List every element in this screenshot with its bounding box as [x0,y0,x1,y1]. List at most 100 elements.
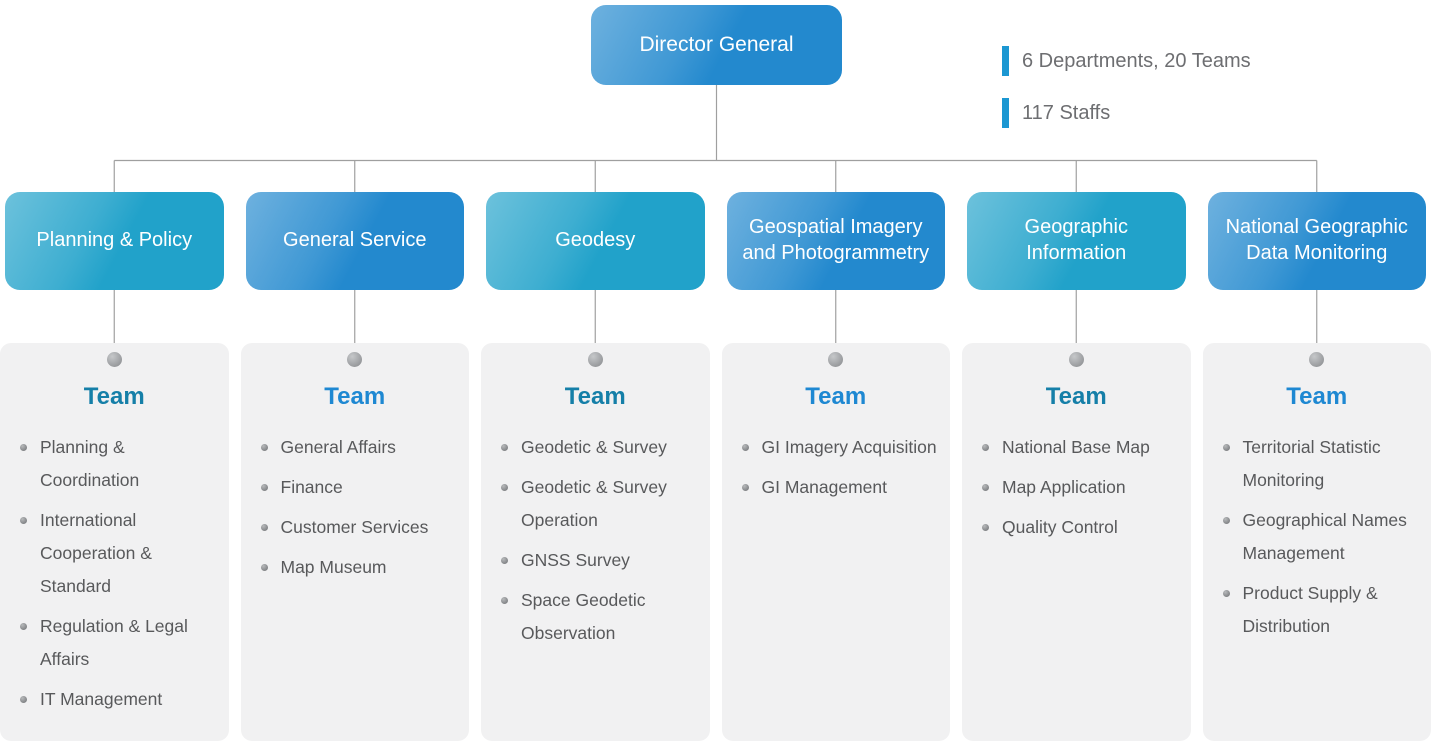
team-card-geographic-information: Team National Base Map Map Application Q… [962,343,1191,741]
team-item-label: Regulation & Legal Affairs [40,616,188,669]
connector-dot-icon [106,352,122,367]
director-general-box: Director General [591,5,842,85]
bullet-icon [260,484,268,491]
department-row: Planning & Policy General Service Geodes… [0,192,1431,290]
team-item: GI Imagery Acquisition [722,431,941,464]
dept-box-general-service: General Service [246,192,465,290]
bullet-icon [260,524,268,531]
team-item-label: GNSS Survey [521,550,630,570]
team-item-label: Quality Control [1002,517,1118,537]
team-item: International Cooperation & Standard [0,504,219,603]
legend-item-departments: 6 Departments, 20 Teams [1002,46,1251,76]
connector-dot-icon [347,352,363,367]
bullet-icon [501,557,508,564]
bullet-icon [260,564,268,571]
bullet-icon [1222,517,1230,524]
bullet-icon [1222,444,1230,451]
dept-box-geographic-information: Geographic Information [967,192,1186,290]
legend-text: 6 Departments, 20 Teams [1022,49,1251,72]
team-item: Product Supply & Distribution [1203,577,1422,643]
bullet-icon [501,484,508,491]
team-item-label: General Affairs [280,437,396,457]
team-item: National Base Map [962,431,1181,464]
bullet-icon [741,444,749,451]
team-item-label: Map Application [1002,477,1126,497]
bullet-icon [982,484,989,491]
team-heading: Team [564,383,626,410]
team-list: Territorial Statistic Monitoring Geograp… [1203,431,1431,650]
team-item: Customer Services [241,511,460,544]
team-card-geodesy: Team Geodetic & Survey Geodetic & Survey… [481,343,710,741]
team-item: Space Geodetic Observation [481,584,700,650]
team-heading: Team [324,383,386,410]
team-item: GI Management [722,471,941,504]
connector-dot-icon [587,352,603,367]
director-general-label: Director General [639,33,794,56]
team-item-label: Map Museum [280,557,387,577]
team-heading: Team [1045,383,1107,410]
dept-label: National Geographic Data Monitoring [1225,216,1408,264]
bullet-icon [501,597,508,604]
team-item-label: International Cooperation & Standard [40,510,152,596]
dept-label: Planning & Policy [36,229,193,252]
team-item: Map Application [962,471,1181,504]
team-item-label: IT Management [40,689,163,709]
dept-box-geospatial-imagery: Geospatial Imagery and Photogrammetry [727,192,946,290]
bullet-icon [741,484,749,491]
bullet-icon [982,524,989,531]
team-item: Geodetic & Survey [481,431,700,464]
bullet-icon [20,444,27,451]
team-heading: Team [83,383,145,410]
team-item-label: Customer Services [280,517,429,537]
team-item-label: Product Supply & Distribution [1242,583,1378,636]
legend-bar-icon [1002,46,1009,76]
legend: 6 Departments, 20 Teams 117 Staffs [1002,46,1251,150]
team-list: General Affairs Finance Customer Service… [241,431,470,591]
team-item: Planning & Coordination [0,431,219,497]
legend-bar-icon [1002,98,1009,128]
team-item-label: National Base Map [1002,437,1150,457]
team-item: Territorial Statistic Monitoring [1203,431,1422,497]
dept-box-geodesy: Geodesy [486,192,705,290]
team-item-label: Territorial Statistic Monitoring [1242,437,1381,490]
team-item-label: Space Geodetic Observation [521,590,646,643]
bullet-icon [20,696,27,703]
team-list: National Base Map Map Application Qualit… [962,431,1191,551]
team-item: GNSS Survey [481,544,700,577]
team-item-label: Geodetic & Survey Operation [521,477,667,530]
dept-box-national-geographic-data-monitoring: National Geographic Data Monitoring [1208,192,1427,290]
bullet-icon [20,623,27,630]
team-item: General Affairs [241,431,460,464]
team-item-label: GI Management [761,477,887,497]
connector-dot-icon [828,352,844,367]
team-card-geospatial-imagery: Team GI Imagery Acquisition GI Managemen… [721,343,951,741]
team-item: IT Management [0,683,219,716]
team-heading: Team [1286,383,1348,410]
bullet-icon [982,444,989,451]
team-list: Geodetic & Survey Geodetic & Survey Oper… [481,431,710,657]
team-item-label: Planning & Coordination [40,437,140,490]
dept-label: Geospatial Imagery and Photogrammetry [742,216,930,264]
bullet-icon [501,444,508,451]
dept-label: Geographic Information [1024,216,1128,264]
team-list: Planning & Coordination International Co… [0,431,229,723]
team-item: Finance [241,471,460,504]
team-item-label: Geographical Names Management [1242,510,1407,563]
bullet-icon [1222,590,1230,597]
dept-box-planning-policy: Planning & Policy [5,192,224,290]
team-card-planning-policy: Team Planning & Coordination Internation… [0,343,229,741]
connector-dot-icon [1309,352,1325,367]
team-heading: Team [805,383,867,410]
team-item-label: Finance [280,477,343,497]
legend-item-staffs: 117 Staffs [1002,98,1251,128]
team-list: GI Imagery Acquisition GI Management [722,431,951,511]
team-item: Map Museum [241,551,460,584]
team-item: Geodetic & Survey Operation [481,471,700,537]
team-card-row: Team Planning & Coordination Internation… [0,343,1431,741]
connector-dot-icon [1068,352,1084,367]
team-item: Regulation & Legal Affairs [0,610,219,676]
bullet-icon [260,444,268,451]
team-card-national-geographic-data-monitoring: Team Territorial Statistic Monitoring Ge… [1202,343,1431,741]
dept-label: Geodesy [555,229,636,252]
